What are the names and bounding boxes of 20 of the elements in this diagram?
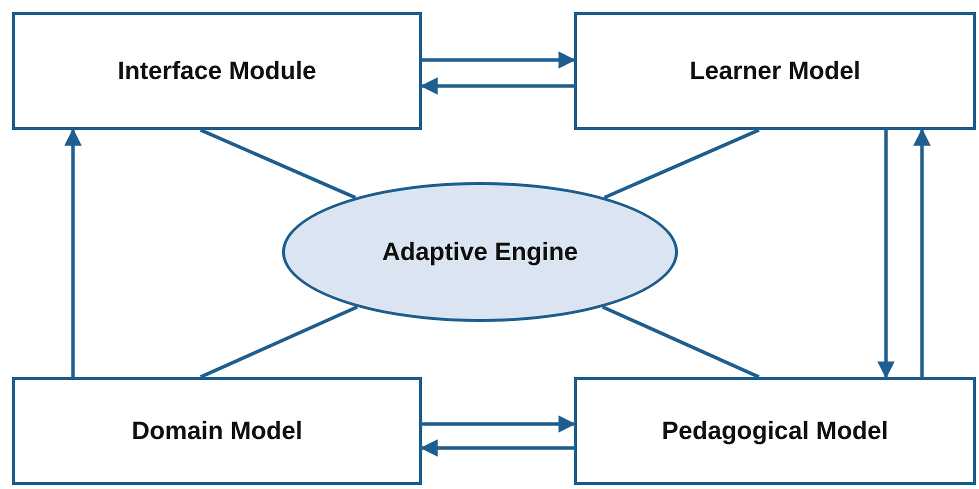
node-label: Interface Module bbox=[118, 56, 316, 86]
arrow bbox=[422, 51, 576, 69]
arrow bbox=[420, 77, 574, 95]
module-box bbox=[574, 12, 976, 130]
connector-line bbox=[602, 305, 760, 379]
module-box bbox=[574, 377, 976, 485]
arrow bbox=[913, 128, 931, 377]
module-box bbox=[12, 377, 422, 485]
node-label: Pedagogical Model bbox=[662, 416, 888, 446]
node-label: Domain Model bbox=[132, 416, 302, 446]
node-label: Adaptive Engine bbox=[382, 238, 578, 266]
arrow bbox=[877, 130, 895, 379]
arrow bbox=[422, 415, 576, 433]
arrow bbox=[64, 128, 82, 377]
arrow bbox=[420, 439, 574, 457]
node-label: Learner Model bbox=[690, 56, 860, 86]
connector-line bbox=[200, 305, 358, 379]
module-box bbox=[12, 12, 422, 130]
connector-line bbox=[604, 128, 760, 200]
connector-line bbox=[200, 128, 356, 200]
